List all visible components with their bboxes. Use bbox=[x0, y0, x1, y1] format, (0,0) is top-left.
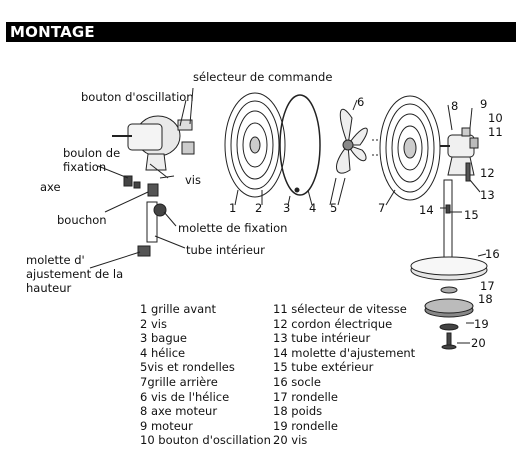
legend-item: 7grille arrière bbox=[140, 374, 218, 389]
label-height-knob-1: molette d' bbox=[26, 253, 85, 267]
label-cap: bouchon bbox=[57, 213, 107, 227]
legend-item: 13 tube intérieur bbox=[273, 331, 371, 346]
legend-item: 15 tube extérieur bbox=[273, 360, 374, 375]
legend-item: 9 moteur bbox=[140, 418, 193, 433]
legend-item: 5vis et rondelles bbox=[140, 360, 235, 375]
label-axle: axe bbox=[40, 180, 61, 194]
stand-illustration bbox=[410, 104, 488, 350]
legend-item: 6 vis de l'hélice bbox=[140, 389, 230, 404]
label-height-knob-2: ajustement de la bbox=[26, 267, 124, 281]
legend-item: 19 rondelle bbox=[273, 418, 338, 433]
part-number-5: 5 bbox=[330, 201, 338, 215]
legend-item: 2 vis bbox=[140, 316, 167, 331]
rear-grille-illustration bbox=[379, 95, 441, 206]
part-number-11: 11 bbox=[488, 125, 503, 139]
legend-left: 1 grille avant 2 vis 3 bague 4 hélice 5v… bbox=[140, 302, 271, 448]
part-number-3: 3 bbox=[283, 201, 291, 215]
legend-item: 20 vis bbox=[273, 433, 308, 448]
legend-item: 8 axe moteur bbox=[140, 404, 218, 419]
part-number-15: 15 bbox=[464, 208, 479, 222]
legend-item: 3 bague bbox=[140, 331, 187, 346]
legend-item: 14 molette d'ajustement bbox=[273, 345, 416, 360]
label-fixing-knob: molette de fixation bbox=[178, 221, 288, 235]
label-fixing-bolt-1: boulon de bbox=[63, 146, 121, 160]
part-number-14: 14 bbox=[419, 203, 434, 217]
legend-item: 17 rondelle bbox=[273, 389, 338, 404]
propeller-illustration bbox=[329, 99, 378, 206]
legend-item: 1 grille avant bbox=[140, 302, 217, 316]
inner-tube-illustration bbox=[89, 201, 186, 269]
legend-item: 11 sélecteur de vitesse bbox=[273, 302, 407, 316]
part-number-13: 13 bbox=[480, 188, 495, 202]
label-screw: vis bbox=[185, 173, 201, 187]
label-fixing-bolt-2: fixation bbox=[63, 160, 107, 174]
part-number-2: 2 bbox=[255, 201, 263, 215]
part-number-7: 7 bbox=[378, 201, 386, 215]
legend-item: 4 hélice bbox=[140, 345, 186, 360]
part-number-20: 20 bbox=[471, 336, 486, 350]
part-number-12: 12 bbox=[480, 166, 495, 180]
legend-right: 11 sélecteur de vitesse 12 cordon électr… bbox=[273, 302, 415, 448]
legend-item: 18 poids bbox=[273, 404, 323, 419]
motor-head-illustration bbox=[112, 87, 195, 179]
label-inner-tube: tube intérieur bbox=[186, 243, 265, 257]
part-number-19: 19 bbox=[474, 317, 489, 331]
label-command-selector: sélecteur de commande bbox=[193, 70, 333, 84]
part-number-4: 4 bbox=[309, 201, 317, 215]
label-oscillation-button: bouton d'oscillation bbox=[81, 90, 194, 104]
part-number-6: 6 bbox=[357, 95, 365, 109]
small-parts-illustration bbox=[97, 165, 175, 213]
section-title: MONTAGE bbox=[6, 22, 516, 42]
part-number-1: 1 bbox=[229, 201, 237, 215]
part-number-18: 18 bbox=[478, 292, 493, 306]
part-number-9: 9 bbox=[480, 97, 488, 111]
legend-item: 12 cordon électrique bbox=[273, 316, 393, 331]
part-number-17: 17 bbox=[480, 279, 495, 293]
label-height-knob-3: hauteur bbox=[26, 281, 72, 295]
part-number-10: 10 bbox=[488, 111, 503, 125]
legend-item: 10 bouton d'oscillation bbox=[140, 433, 271, 448]
front-grille-illustration bbox=[224, 92, 286, 206]
part-number-8: 8 bbox=[451, 99, 459, 113]
ring-illustration bbox=[279, 94, 321, 206]
part-number-16: 16 bbox=[485, 247, 500, 261]
legend-item: 16 socle bbox=[273, 374, 321, 389]
